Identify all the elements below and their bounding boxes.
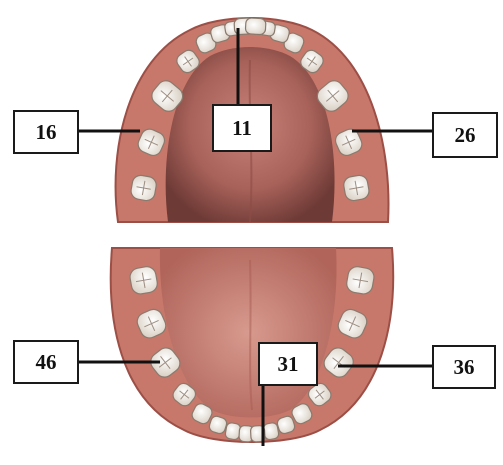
label-16: 16 xyxy=(13,110,79,154)
label-26: 26 xyxy=(432,112,498,158)
upper-tooth xyxy=(342,174,370,202)
label-11: 11 xyxy=(212,104,272,152)
label-36: 36 xyxy=(432,345,496,389)
label-31: 31 xyxy=(258,342,318,386)
lower-tooth xyxy=(129,265,159,295)
lower-tooth xyxy=(345,265,375,295)
upper-tooth xyxy=(245,18,266,35)
upper-tooth xyxy=(130,174,158,202)
label-46: 46 xyxy=(13,340,79,384)
jaw-separator xyxy=(100,226,410,244)
